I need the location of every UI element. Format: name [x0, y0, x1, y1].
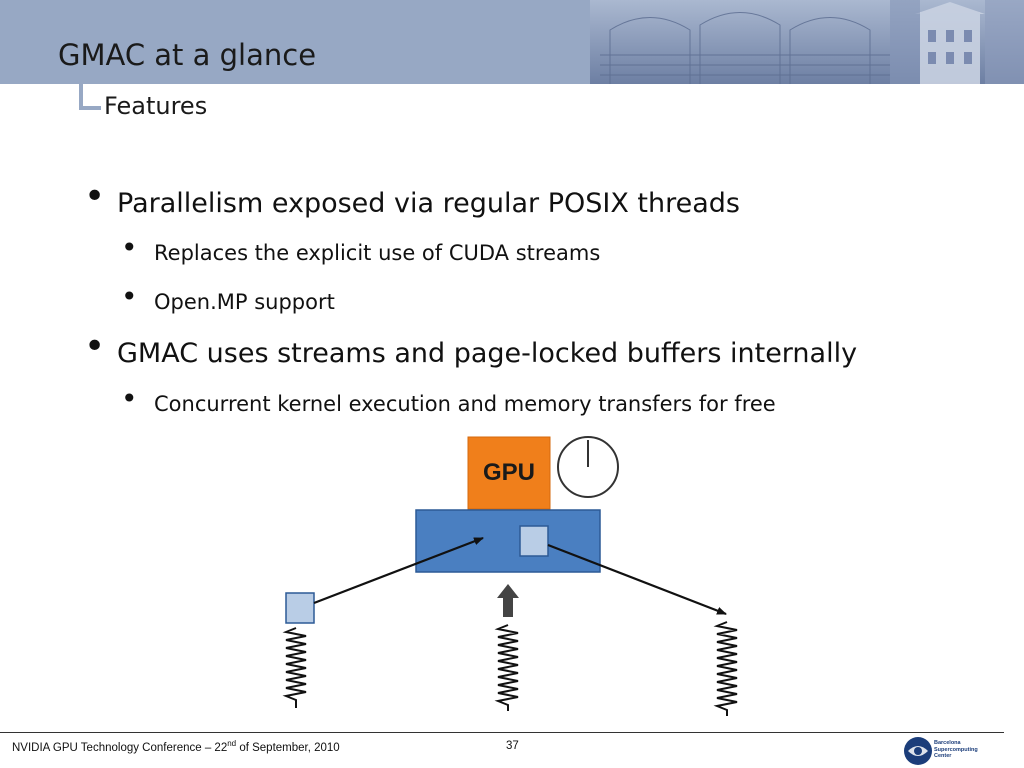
slide-subtitle: Features — [104, 92, 208, 120]
bsc-logo-icon — [904, 737, 932, 765]
sub-bullet-text: Replaces the explicit use of CUDA stream… — [154, 241, 601, 265]
bullet-dot-icon: • — [121, 382, 138, 415]
gpu-memory-box — [415, 509, 601, 573]
bullet-dot-icon: • — [121, 231, 138, 264]
slide-title: GMAC at a glance — [58, 38, 317, 72]
clock-icon — [557, 436, 619, 498]
subtitle-bracket — [79, 84, 101, 110]
transfer-from-gpu-arrow — [547, 543, 727, 616]
device-buffer — [519, 525, 549, 557]
footer-divider — [0, 732, 1004, 733]
bullet-text: GMAC uses streams and page-locked buffer… — [117, 338, 858, 369]
host-buffer — [285, 592, 315, 624]
bullet-dot-icon: • — [121, 280, 138, 313]
header-photo — [590, 0, 1024, 84]
footer-conference: NVIDIA GPU Technology Conference – 22nd … — [12, 739, 340, 754]
thread-squiggle-icon — [713, 621, 738, 716]
kernel-launch-arrow — [497, 584, 519, 617]
bullet-text: Parallelism exposed via regular POSIX th… — [117, 188, 740, 219]
gpu-box — [467, 436, 551, 510]
sub-bullet-text: Concurrent kernel execution and memory t… — [154, 392, 776, 416]
sub-bullet-text: Open.MP support — [154, 290, 335, 314]
page-number: 37 — [506, 740, 519, 752]
thread-squiggle-icon — [494, 624, 519, 711]
bsc-logo-text: Barcelona Supercomputing Center — [934, 740, 978, 759]
bullet-dot-icon: • — [84, 176, 106, 217]
transfer-to-gpu-arrow — [313, 536, 484, 605]
bullet-dot-icon: • — [84, 326, 106, 367]
thread-squiggle-icon — [282, 627, 307, 708]
